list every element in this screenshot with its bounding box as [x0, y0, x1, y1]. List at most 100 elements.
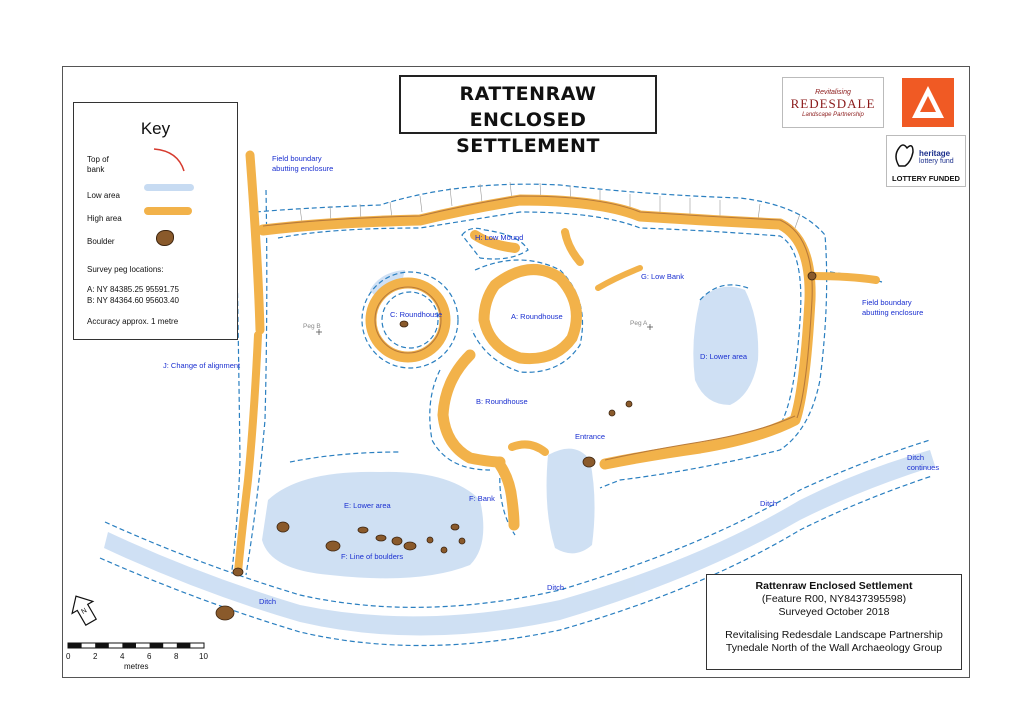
label-bank-f: F: Bank	[469, 494, 495, 503]
label-roundhouse-b: B: Roundhouse	[476, 397, 528, 406]
label-field-boundary-e-1: Field boundary	[862, 298, 912, 307]
label-ditch-mid: Ditch	[547, 583, 565, 592]
peg-b-coords: B: NY 84364.60 95603.40	[87, 296, 179, 305]
peg-a-coords: A: NY 84385.25 95591.75	[87, 285, 179, 294]
boulder	[276, 521, 290, 533]
scale-tick: 6	[147, 652, 152, 661]
boulders	[215, 271, 817, 621]
scale-tick: 8	[174, 652, 179, 661]
label-roundhouse-a: A: Roundhouse	[511, 312, 563, 321]
map-frame	[62, 66, 970, 678]
redesdale-big: REDESDALE	[790, 96, 876, 111]
boulder-swatch-icon	[156, 230, 174, 246]
scale-tick: 0	[66, 652, 71, 661]
label-low-mound: H: Low Mound	[475, 233, 524, 242]
field-boundary-nw	[245, 150, 265, 335]
key-high-area: High area	[87, 214, 122, 223]
label-line-of-boulders: F: Line of boulders	[341, 552, 404, 561]
heritage-1: heritage	[919, 149, 951, 158]
boulder	[807, 271, 817, 281]
label-peg-b: Peg B	[303, 323, 321, 330]
survey-heading: Survey peg locations:	[87, 265, 164, 274]
label-field-boundary-nw-1: Field boundary	[272, 154, 322, 163]
title-line-1: RATTENRAW ENCLOSED	[459, 83, 597, 131]
low-mound-h	[470, 230, 520, 253]
boulder	[403, 541, 417, 551]
boulder	[458, 537, 466, 545]
key-top-of-bank-l2: bank	[87, 165, 105, 174]
roundhouse-c-bank	[365, 277, 451, 363]
label-field-boundary-nw-2: abutting enclosure	[272, 164, 334, 173]
boulder	[399, 320, 409, 328]
boulder	[608, 409, 616, 417]
boulder	[582, 456, 596, 468]
boulder	[232, 567, 244, 577]
lower-area-d	[693, 286, 759, 405]
label-lower-area-d: D: Lower area	[700, 352, 748, 361]
north-arrow-icon: N	[71, 595, 98, 626]
mound-small	[561, 228, 584, 266]
lower-area-e	[262, 471, 484, 579]
feature-ref: (Feature R00, NY8437395598)	[761, 593, 907, 605]
label-peg-a: Peg A	[630, 320, 648, 327]
heritage-2: lottery fund	[919, 158, 954, 165]
boulder	[426, 536, 434, 544]
label-ditch-e: Ditch	[760, 499, 778, 508]
entrance-bank	[508, 440, 549, 456]
scale-tick: 2	[93, 652, 98, 661]
key-low-area: Low area	[87, 191, 120, 200]
label-roundhouse-c: C: Roundhouse	[390, 310, 443, 319]
map-title: RATTENRAW ENCLOSED SETTLEMENT	[399, 75, 657, 157]
key-top-of-bank-l1: Top of	[87, 155, 109, 164]
scale-tick: 10	[199, 652, 208, 661]
low-areas	[104, 270, 935, 636]
accuracy-note: Accuracy approx. 1 metre	[87, 317, 179, 326]
label-ditch-w: Ditch	[259, 597, 277, 606]
label-entrance: Entrance	[575, 432, 606, 441]
redesdale-small: Revitalising	[815, 89, 851, 96]
boulder	[625, 400, 633, 408]
redesdale-logo: Revitalising REDESDALE Landscape Partner…	[782, 77, 884, 128]
group: Tynedale North of the Wall Archaeology G…	[725, 642, 943, 654]
low-area-swatch-icon	[144, 184, 194, 191]
redesdale-sub: Landscape Partnership	[802, 112, 864, 118]
scale-unit: metres	[124, 662, 149, 671]
field-boundary-e	[808, 272, 880, 284]
boulder	[440, 546, 448, 554]
roundhouse-b-bank	[437, 349, 506, 468]
label-field-boundary-e-2: abutting enclosure	[862, 308, 924, 317]
crossed-fingers-icon	[895, 144, 914, 167]
label-low-bank: G: Low Bank	[641, 272, 684, 281]
entrance-low	[546, 448, 595, 554]
boulder	[450, 523, 460, 531]
dashed-outlines	[99, 164, 933, 647]
low-bank-g	[595, 265, 643, 291]
banks	[234, 150, 880, 576]
label-lower-area-e: E: Lower area	[344, 501, 391, 510]
tynedale-logo-icon	[902, 78, 954, 127]
label-change-alignment: J: Change of alignment	[163, 361, 241, 370]
heritage-lottery-logo: heritage lottery fund LOTTERY FUNDED	[886, 135, 966, 187]
lottery-funded: LOTTERY FUNDED	[892, 174, 960, 183]
hachures	[299, 181, 801, 229]
label-ditch-continues-2: continues	[907, 463, 940, 472]
boulder	[215, 605, 235, 621]
survey-pegs	[316, 324, 653, 335]
enclosure-bank-north	[257, 194, 816, 470]
bank-f	[494, 459, 520, 531]
map-key: Key Top of bank Low area High area Bould…	[73, 102, 238, 340]
top-of-bank-swatch-icon	[153, 148, 185, 172]
scale-tick: 4	[120, 652, 125, 661]
high-area-swatch-icon	[144, 207, 192, 215]
bank-top-lines	[262, 195, 813, 461]
scale-bar-graphic	[67, 642, 205, 649]
site-name: Rattenraw Enclosed Settlement	[755, 580, 913, 592]
title-line-2: SETTLEMENT	[456, 135, 600, 157]
svg-text:N: N	[80, 607, 88, 616]
partnership: Revitalising Redesdale Landscape Partner…	[725, 629, 943, 641]
info-box: Rattenraw Enclosed Settlement (Feature R…	[706, 574, 962, 670]
bank-j	[234, 331, 262, 576]
boulder	[357, 526, 369, 534]
key-heading: Key	[140, 119, 171, 138]
